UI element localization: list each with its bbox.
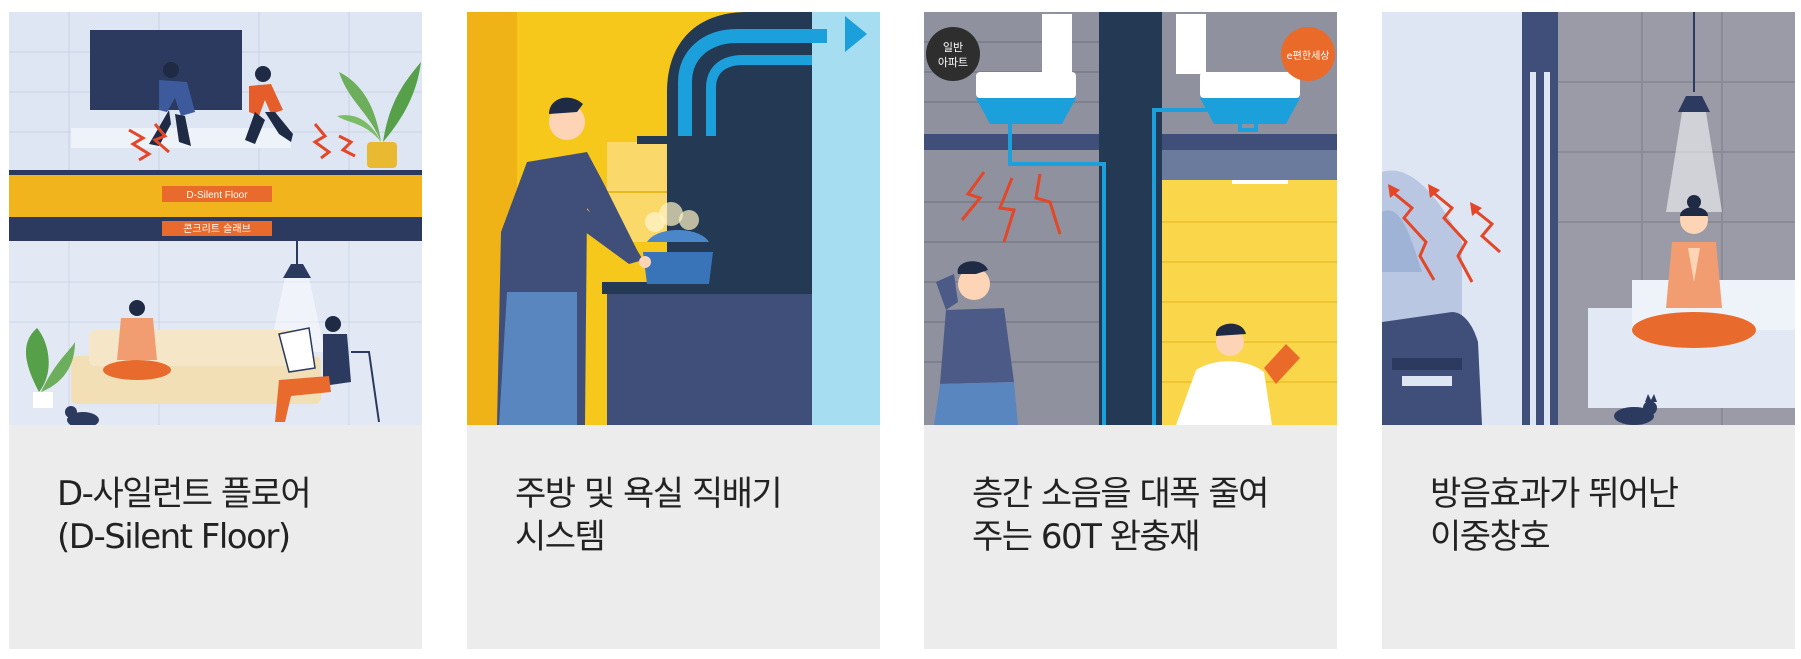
badge-right-label: e편한세상 — [1287, 50, 1330, 62]
reading-woman-icon — [1176, 323, 1272, 425]
card-illustration: 일반 아파트 e편한세상 — [924, 12, 1337, 425]
car-icon — [1382, 312, 1482, 425]
card-caption: 층간 소음을 대폭 줄여 주는 60T 완충재 — [972, 473, 1269, 559]
feature-card-60t-cushion[interactable]: 일반 아파트 e편한세상 — [924, 12, 1337, 649]
plant-icon — [25, 328, 75, 408]
feature-card-direct-exhaust[interactable]: 주방 및 욕실 직배기 시스템 — [467, 12, 880, 649]
feature-card-d-silent-floor[interactable]: D-Silent Floor 콘크리트 슬래브 — [9, 12, 422, 649]
pot-icon — [643, 202, 713, 284]
badge-ordinary-apartment: 일반 아파트 — [926, 27, 980, 81]
caption-line-1: 주방 및 욕실 직배기 — [515, 474, 783, 514]
noise-zigzag-icon — [960, 171, 1062, 243]
caption-line-2: (D-Silent Floor) — [57, 517, 291, 557]
meditating-woman-icon — [1632, 195, 1756, 348]
caption-line-1: 층간 소음을 대폭 줄여 — [972, 474, 1269, 514]
card-illustration — [467, 12, 880, 425]
toilet-icon — [976, 14, 1300, 124]
plant-icon — [337, 62, 421, 168]
card-illustration: D-Silent Floor 콘크리트 슬래브 — [9, 12, 422, 425]
badge-left-line2: 아파트 — [938, 56, 968, 69]
caption-line-2: 시스템 — [515, 517, 606, 557]
cat-icon — [65, 406, 99, 425]
caption-line-1: D-사일런트 플로어 — [57, 474, 312, 514]
card-caption: D-사일런트 플로어 (D-Silent Floor) — [57, 473, 312, 559]
caption-line-2: 주는 60T 완충재 — [972, 517, 1201, 557]
card-caption: 방음효과가 뛰어난 이중창호 — [1430, 473, 1679, 559]
layer-bottom-label: 콘크리트 슬래브 — [183, 223, 251, 235]
lamp-icon — [1666, 12, 1722, 212]
noise-zigzag-icon — [128, 123, 356, 162]
caption-line-1: 방음효과가 뛰어난 — [1430, 474, 1679, 514]
layer-top-label: D-Silent Floor — [186, 190, 248, 201]
window-frame-icon — [1522, 12, 1558, 425]
badge-left-line1: 일반 — [943, 40, 963, 54]
card-illustration — [1382, 12, 1795, 425]
cat-icon — [1614, 394, 1657, 425]
arrow-right-icon — [845, 16, 867, 52]
badge-e-pyeonhan-sesang: e편한세상 — [1281, 27, 1335, 81]
noise-arrowheads — [1388, 184, 1482, 216]
feature-card-double-window[interactable]: 방음효과가 뛰어난 이중창호 — [1382, 12, 1795, 649]
card-caption: 주방 및 욕실 직배기 시스템 — [515, 473, 783, 559]
cooking-man-icon — [497, 97, 651, 425]
book-icon — [1264, 344, 1300, 384]
stressed-woman-icon — [934, 261, 1018, 425]
noise-arrows-icon — [1389, 188, 1501, 283]
sofa-icon — [71, 300, 380, 423]
running-kids-icon — [149, 62, 293, 146]
caption-line-2: 이중창호 — [1430, 517, 1551, 557]
pipe-icon — [1008, 108, 1258, 425]
